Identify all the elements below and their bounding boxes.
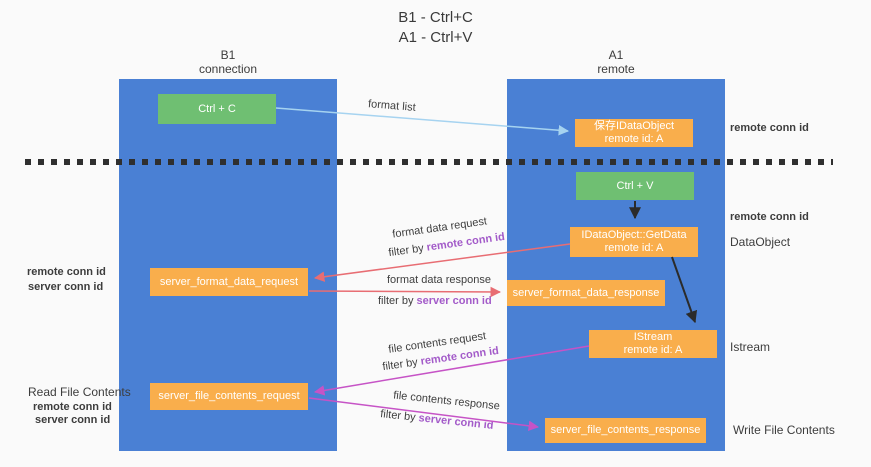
left-column-name: B1 (220, 48, 236, 62)
server-format-data-request-label: server_format_data_request (159, 275, 299, 288)
istream-line1: IStream (633, 331, 673, 343)
phase-separator-dashed-line (25, 159, 833, 165)
format-response-filter-label: filter by server conn id (378, 295, 492, 307)
format-list-label: format list (367, 98, 417, 114)
save-idataobject-line1: 保存IDataObject (593, 120, 675, 132)
right-remote-conn-id-top: remote conn id (730, 122, 809, 134)
server-format-data-request-box: server_format_data_request (150, 268, 308, 296)
filter-by-text: filter by (379, 408, 420, 425)
idataobject-getdata-box: IDataObject::GetData remote id: A (570, 227, 698, 257)
ctrl-v-action-box: Ctrl + V (576, 172, 694, 200)
file-contents-response-label: file contents response (392, 389, 501, 413)
left-remote-conn-id-bottom: remote conn id (33, 401, 112, 413)
save-idataobject-line2: remote id: A (604, 133, 664, 145)
ctrl-v-label: Ctrl + V (616, 179, 654, 192)
ctrl-c-label: Ctrl + C (198, 102, 236, 115)
left-server-conn-id-bottom: server conn id (35, 414, 111, 426)
server-file-contents-response-label: server_file_contents_response (550, 424, 701, 436)
left-column-role: connection (198, 62, 258, 76)
server-format-data-response-label: server_format_data_response (512, 286, 660, 299)
right-column-name: A1 (608, 48, 624, 62)
istream-annotation: Istream (730, 340, 771, 354)
server-file-contents-request-box: server_file_contents_request (150, 383, 308, 410)
left-remote-conn-id-top: remote conn id (27, 266, 106, 278)
ctrl-c-action-box: Ctrl + C (158, 94, 276, 124)
file-response-filter-label: filter by server conn id (380, 408, 494, 432)
filter-by-text: filter by (381, 355, 422, 374)
filter-by-text: filter by (378, 295, 417, 307)
server-conn-id-highlight: server conn id (417, 412, 495, 432)
right-column-header: A1 remote (507, 48, 725, 76)
dataobject-annotation: DataObject (730, 235, 791, 249)
format-data-response-arrow (308, 286, 502, 298)
getdata-line2: remote id: A (604, 242, 664, 254)
write-file-contents-annotation: Write File Contents (733, 423, 835, 437)
server-format-data-response-box: server_format_data_response (507, 280, 665, 306)
save-idataobject-box: 保存IDataObject remote id: A (575, 119, 693, 147)
server-file-contents-response-box: server_file_contents_response (545, 418, 706, 443)
istream-box: IStream remote id: A (589, 330, 717, 358)
istream-line2: remote id: A (623, 344, 683, 356)
diagram-title-line2: A1 - Ctrl+V (398, 29, 473, 46)
diagram-title-line1: B1 - Ctrl+C (398, 9, 473, 26)
read-file-contents-annotation: Read File Contents (28, 385, 131, 399)
filter-by-text: filter by (387, 241, 428, 260)
diagram-title: B1 - Ctrl+C A1 - Ctrl+V (0, 8, 871, 48)
server-file-contents-request-label: server_file_contents_request (158, 390, 300, 402)
left-column-header: B1 connection (119, 48, 337, 76)
right-remote-conn-id-mid: remote conn id (730, 211, 809, 223)
server-conn-id-highlight: server conn id (416, 295, 492, 307)
getdata-line1: IDataObject::GetData (581, 229, 687, 241)
format-data-response-label: format data response (387, 274, 491, 286)
right-column-role: remote (597, 62, 635, 76)
left-server-conn-id-top: server conn id (28, 281, 104, 293)
